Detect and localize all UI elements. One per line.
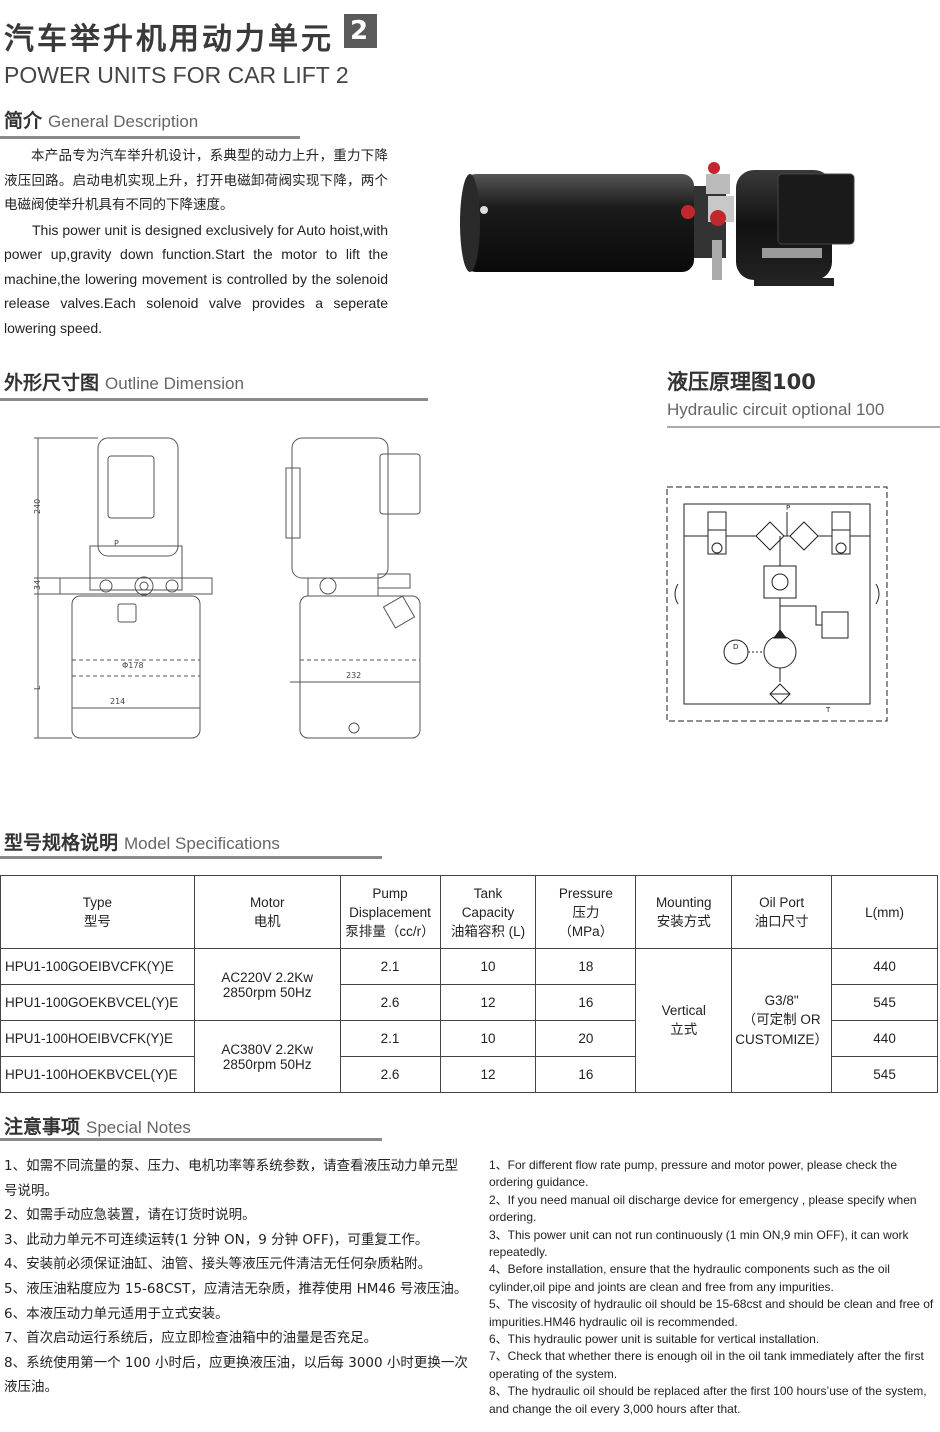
cell-pressure: 16	[535, 1056, 637, 1093]
cell-pump: 2.1	[339, 948, 441, 985]
title-cn-text: 汽车举升机用动力单元	[4, 22, 334, 57]
intro-text-cn: 本产品专为汽车举升机设计，系典型的动力上升，重力下降液压回路。启动电机实现上升，…	[4, 148, 388, 213]
note-cn-item: 2、如需手动应急装置，请在订货时说明。	[4, 1207, 256, 1224]
cell-pressure: 20	[535, 1020, 637, 1057]
dim-l-label-front: L	[33, 685, 42, 690]
note-en-item: 4、Before installation, ensure that the h…	[489, 1262, 890, 1294]
outline-heading: 外形尺寸图 Outline Dimension	[4, 368, 244, 395]
outline-heading-cn: 外形尺寸图	[4, 372, 100, 394]
outline-heading-en: Outline Dimension	[105, 374, 244, 393]
dim-232-label: 232	[346, 671, 361, 680]
note-cn-item: 4、安装前必须保证油缸、油管、接头等液压元件清洁无任何杂质粘附。	[4, 1256, 432, 1273]
cell-pressure: 16	[535, 984, 637, 1021]
circuit-divider	[667, 426, 940, 428]
specs-heading-en: Model Specifications	[124, 834, 280, 853]
note-en-item: 7、Check that whether there is enough oil…	[489, 1349, 924, 1381]
cell-tank: 12	[439, 984, 537, 1021]
cell-length: 545	[831, 984, 938, 1021]
page-title-cn: 汽车举升机用动力单元 2	[4, 14, 378, 58]
circuit-d-label: D	[733, 643, 738, 651]
cell-pump: 2.1	[339, 1020, 441, 1057]
cell-length: 545	[831, 1056, 938, 1093]
side-view	[285, 437, 421, 739]
notes-heading: 注意事项 Special Notes	[4, 1112, 191, 1139]
intro-heading: 简介 General Description	[4, 106, 198, 133]
intro-text-en: This power unit is designed exclusively …	[4, 221, 388, 336]
note-en-item: 8、The hydraulic oil should be replaced a…	[489, 1384, 927, 1416]
notes-heading-en: Special Notes	[86, 1118, 191, 1137]
table-row: HPU1-100GOEKBVCEL(Y)E 2.6 12 16 545	[0, 984, 938, 1021]
intro-heading-en: General Description	[48, 112, 199, 131]
notes-en-list: 1、For different flow rate pump, pressure…	[489, 1157, 937, 1418]
cell-pump: 2.6	[339, 984, 441, 1021]
table-row: HPU1-100HOEKBVCEL(Y)E 2.6 12 16 545	[0, 1056, 938, 1093]
notes-divider	[0, 1138, 382, 1141]
note-cn-item: 6、本液压动力单元适用于立式安装。	[4, 1305, 229, 1322]
intro-divider	[0, 136, 300, 139]
outline-drawing: 240 34 L Φ178 214 P 232	[33, 437, 421, 739]
port-p-label: P	[114, 539, 119, 548]
circuit-t-label: T	[825, 706, 831, 714]
dim-34-label: 34	[33, 580, 42, 590]
dim-214-label: 214	[110, 697, 125, 706]
page-title-en: POWER UNITS FOR CAR LIFT 2	[4, 62, 349, 88]
specs-heading: 型号规格说明 Model Specifications	[4, 828, 280, 855]
outline-divider	[0, 398, 428, 401]
note-en-item: 2、If you need manual oil discharge devic…	[489, 1192, 917, 1225]
circuit-heading-cn: 液压原理图100	[667, 370, 816, 394]
dim-178-label: Φ178	[122, 661, 144, 670]
specs-heading-cn: 型号规格说明	[4, 832, 119, 854]
note-cn-item: 8、系统使用第一个 100 小时后，应更换液压油，以后每 3000 小时更换一次…	[4, 1354, 468, 1396]
cell-length: 440	[831, 948, 938, 985]
hydraulic-circuit-diagram: P T D	[666, 486, 888, 722]
cell-type: HPU1-100GOEIBVCFK(Y)E	[0, 948, 195, 985]
note-en-item: 1、For different flow rate pump, pressure…	[489, 1158, 897, 1190]
cell-tank: 10	[439, 948, 537, 985]
circuit-heading-en: Hydraulic circuit optional 100	[667, 400, 885, 419]
dim-240-label: 240	[33, 499, 42, 514]
note-en-item: 6、This hydraulic power unit is suitable …	[489, 1332, 820, 1347]
front-view	[34, 437, 213, 739]
specs-divider	[0, 856, 382, 859]
note-cn-item: 7、首次启动运行系统后，应立即检查油箱中的油量是否充足。	[4, 1330, 378, 1347]
page-number-badge: 2	[344, 14, 378, 48]
note-en-item: 3、This power unit can not run continuous…	[489, 1227, 909, 1260]
note-en-item: 5、The viscosity of hydraulic oil should …	[489, 1297, 934, 1329]
intro-paragraph: 本产品专为汽车举升机设计，系典型的动力上升，重力下降液压回路。启动电机实现上升，…	[4, 144, 388, 340]
circuit-p-label: P	[786, 504, 790, 512]
notes-cn-list: 1、如需不同流量的泵、压力、电机功率等系统参数，请查看液压动力单元型号说明。 2…	[4, 1154, 468, 1400]
cell-type: HPU1-100GOEKBVCEL(Y)E	[0, 984, 195, 1021]
col-length: L(mm)	[831, 875, 938, 949]
intro-heading-cn: 简介	[4, 110, 43, 132]
cell-type: HPU1-100HOEIBVCFK(Y)E	[0, 1020, 195, 1057]
cell-pump: 2.6	[339, 1056, 441, 1093]
notes-heading-cn: 注意事项	[4, 1116, 81, 1138]
cell-type: HPU1-100HOEKBVCEL(Y)E	[0, 1056, 195, 1093]
cell-tank: 12	[439, 1056, 537, 1093]
cell-length: 440	[831, 1020, 938, 1057]
note-cn-item: 1、如需不同流量的泵、压力、电机功率等系统参数，请查看液压动力单元型号说明。	[4, 1158, 459, 1199]
cell-pressure: 18	[535, 948, 637, 985]
note-cn-item: 3、此动力单元不可连续运转(1 分钟 ON，9 分钟 OFF)，可重复工作。	[4, 1231, 429, 1248]
note-cn-item: 5、液压油粘度应为 15-68CST，应清洁无杂质，推荐使用 HM46 号液压油…	[4, 1280, 468, 1297]
power-unit-photo	[460, 162, 855, 286]
cell-tank: 10	[439, 1020, 537, 1057]
